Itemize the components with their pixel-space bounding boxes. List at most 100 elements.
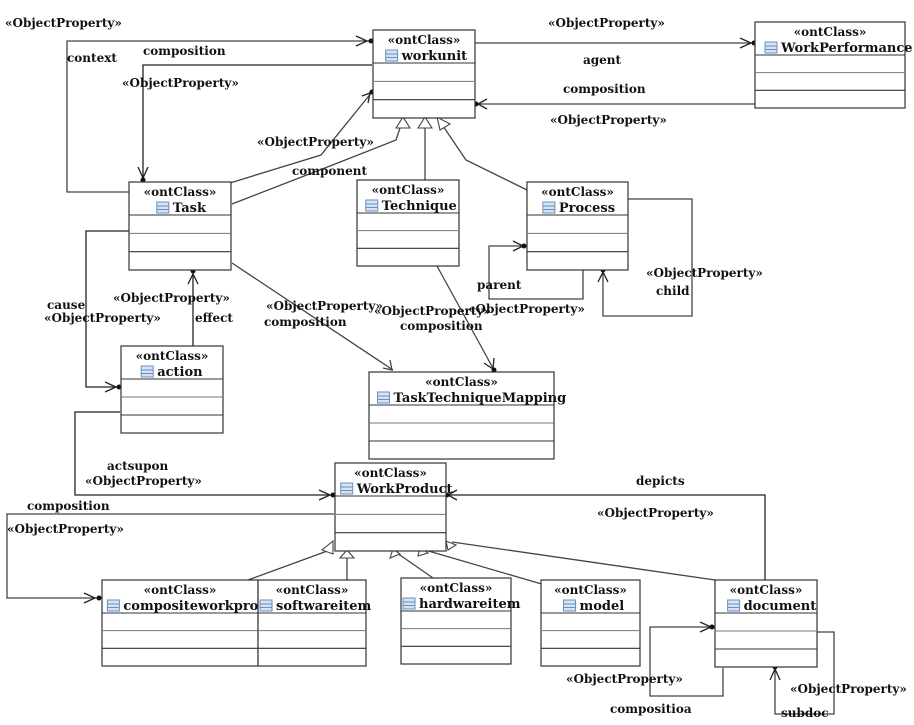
label-composition-doc: compositioa	[610, 702, 692, 716]
class-box-frame[interactable]	[526, 181, 629, 271]
class-box-frame[interactable]	[714, 579, 818, 668]
edge-composition-document[interactable]	[649, 626, 724, 697]
class-icon	[727, 599, 741, 612]
class-box-frame[interactable]	[540, 579, 641, 667]
label-objectproperty-technique-ttm: «ObjectProperty»	[374, 304, 491, 318]
label-objectproperty-child: «ObjectProperty»	[646, 266, 763, 280]
class-box-frame[interactable]	[400, 577, 512, 665]
label-objectproperty-task-workunit: «ObjectProperty»	[257, 135, 374, 149]
gen-arrow-technique	[416, 115, 434, 129]
class-box-frame[interactable]	[754, 21, 906, 109]
class-name: WorkProduct	[356, 482, 453, 497]
label-objectproperty-agent: «ObjectProperty»	[548, 16, 665, 30]
edge-parent[interactable]	[488, 245, 584, 300]
edge-actsupon[interactable]	[74, 411, 334, 496]
label-cause: cause	[47, 298, 86, 312]
edge-child[interactable]	[602, 198, 693, 317]
class-hardwareitem[interactable]: «ontClass»hardwareitem	[400, 577, 521, 665]
class-workunit[interactable]: «ontClass» workunit	[372, 29, 476, 119]
class-icon	[259, 599, 273, 612]
gen-arrow-softwareitem	[338, 549, 356, 559]
label-context: context	[67, 51, 117, 65]
class-name: model	[580, 599, 625, 614]
class-action[interactable]: «ontClass» action	[120, 345, 224, 434]
class-technique[interactable]: «ontClass»Technique	[356, 179, 460, 267]
edge-composition-task-ttm[interactable]	[231, 262, 394, 371]
class-box-frame[interactable]	[120, 345, 224, 434]
class-stereotype: «ontClass»	[388, 33, 461, 47]
edge-context[interactable]	[66, 40, 372, 193]
class-stereotype: «ontClass»	[144, 185, 217, 199]
gen-line-hardwareitem	[396, 552, 434, 579]
class-stereotype: «ontClass»	[354, 466, 427, 480]
label-effect: effect	[195, 311, 233, 325]
class-box-frame[interactable]	[368, 371, 555, 460]
gen-arrow-task	[394, 115, 412, 129]
class-stereotype: «ontClass»	[541, 185, 614, 199]
gen-line-model	[424, 549, 546, 586]
class-box-frame[interactable]	[128, 181, 232, 271]
class-compositeworkproduct[interactable]: «ontClass»compositeworkprod	[101, 579, 267, 667]
class-stereotype: «ontClass»	[372, 183, 445, 197]
class-boxes: «ontClass» workunit «ontClass» WorkPerforma…	[101, 21, 913, 668]
class-name: softwareitem	[276, 599, 372, 614]
label-parent: parent	[477, 278, 522, 292]
label-component: component	[292, 164, 367, 178]
edge-composition-wp-cwp[interactable]	[6, 513, 334, 599]
label-objectproperty-parent: «ObjectProperty»	[468, 302, 585, 316]
class-name: action	[157, 365, 203, 380]
edge-subdoc[interactable]	[774, 631, 835, 715]
class-icon	[365, 199, 379, 212]
label-objectproperty-subdoc: «ObjectProperty»	[790, 682, 907, 696]
edge-component[interactable]	[231, 127, 401, 205]
class-icon	[340, 482, 354, 495]
class-stereotype: «ontClass»	[554, 583, 627, 597]
gen-line-document	[451, 541, 716, 581]
class-workproduct[interactable]: «ontClass» WorkProduct	[334, 462, 453, 552]
class-process[interactable]: «ontClass» Process	[526, 181, 629, 271]
class-box-frame[interactable]	[257, 579, 367, 667]
class-document[interactable]: «ontClass»document	[714, 579, 818, 668]
label-objectproperty-actsupon: «ObjectProperty»	[85, 474, 202, 488]
class-icon	[106, 599, 120, 612]
class-box-frame[interactable]	[101, 579, 259, 667]
class-name: WorkPerformance	[780, 41, 913, 56]
class-icon	[385, 49, 399, 62]
class-tasktechniquemapping[interactable]: «ontClass»TaskTechniqueMapping	[368, 371, 567, 460]
label-objectproperty-composition-workunit-task: «ObjectProperty»	[122, 76, 239, 90]
class-stereotype: «ontClass»	[794, 25, 867, 39]
class-stereotype: «ontClass»	[136, 349, 209, 363]
edge-depicts[interactable]	[446, 494, 766, 580]
edge-composition-workunit-task[interactable]	[142, 64, 372, 180]
class-box-frame[interactable]	[356, 179, 460, 267]
edge-labels: «ObjectProperty» context composition «Ob…	[5, 16, 907, 720]
edges	[6, 40, 835, 715]
association-endpoints	[83, 35, 781, 681]
class-stereotype: «ontClass»	[276, 583, 349, 597]
label-subdoc: subdoc	[781, 706, 829, 720]
label-agent: agent	[583, 53, 622, 67]
class-name: document	[744, 599, 817, 614]
label-composition-wp: composition	[563, 82, 646, 96]
class-name: Process	[559, 201, 615, 216]
class-name: workunit	[401, 49, 468, 64]
edge-objectproperty-task-workunit[interactable]	[229, 91, 373, 184]
class-icon	[764, 41, 778, 54]
class-task[interactable]: «ontClass»Task	[128, 181, 232, 271]
gen-arrow-document	[445, 540, 458, 551]
class-softwareitem[interactable]: «ontClass» softwareitem	[257, 579, 372, 667]
class-box-frame[interactable]	[334, 462, 447, 552]
label-objectproperty-composition-doc: «ObjectProperty»	[566, 672, 683, 686]
class-name: TaskTechniqueMapping	[394, 391, 567, 406]
class-box-frame[interactable]	[372, 29, 476, 119]
gen-arrow-process	[436, 115, 452, 131]
class-stereotype: «ontClass»	[144, 583, 217, 597]
class-model[interactable]: «ontClass» model	[540, 579, 641, 667]
label-objectproperty-wp-cwp: «ObjectProperty»	[7, 522, 124, 536]
class-icon	[402, 597, 416, 610]
class-workperformance[interactable]: «ontClass» WorkPerformance	[754, 21, 913, 109]
edge-cause[interactable]	[85, 230, 130, 388]
edge-composition-technique-ttm[interactable]	[436, 265, 495, 371]
label-objectproperty-effect: «ObjectProperty»	[113, 291, 230, 305]
